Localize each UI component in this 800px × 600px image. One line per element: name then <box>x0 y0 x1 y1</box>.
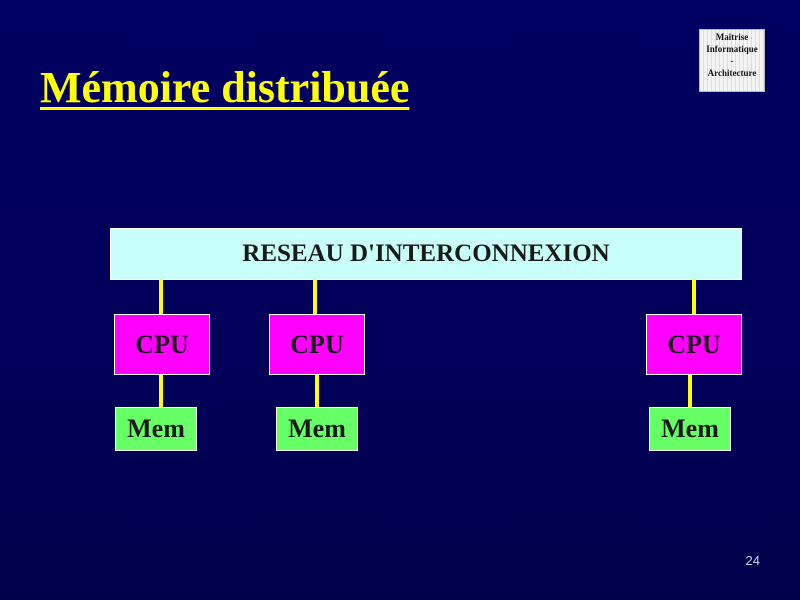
page-number: 24 <box>745 553 760 568</box>
logo: Maîtrise Informatique - Architecture <box>699 29 765 92</box>
logo-line: Maîtrise <box>715 32 749 42</box>
logo-line: - <box>730 56 734 66</box>
mem-box: Mem <box>649 407 731 451</box>
slide-title: Mémoire distribuée <box>40 63 410 112</box>
cpu-box: CPU <box>646 314 742 375</box>
logo-line: Informatique <box>706 44 758 54</box>
link-line <box>159 279 163 314</box>
logo-line: Architecture <box>707 68 757 78</box>
link-line <box>313 279 317 314</box>
cpu-box: CPU <box>114 314 210 375</box>
link-line <box>315 375 319 407</box>
link-line <box>692 279 696 314</box>
link-line <box>688 375 692 407</box>
mem-box: Mem <box>276 407 358 451</box>
link-line <box>159 375 163 407</box>
interconnection-network: RESEAU D'INTERCONNEXION <box>110 228 742 280</box>
cpu-box: CPU <box>269 314 365 375</box>
mem-box: Mem <box>115 407 197 451</box>
